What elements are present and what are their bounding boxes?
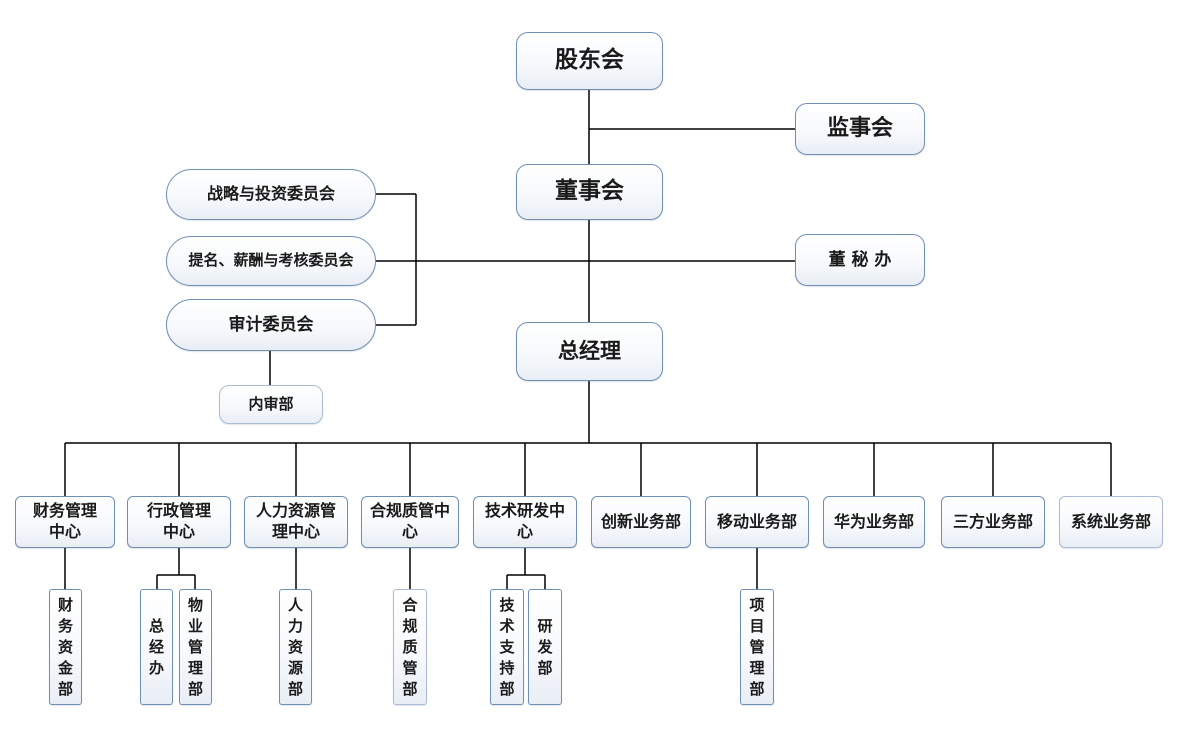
sub-unit-char: 资	[287, 637, 303, 656]
sub-unit-char: 源	[287, 658, 303, 677]
committee-nomination-compensation: 提名、薪酬与考核委员会	[166, 236, 376, 286]
shareholders-box: 股东会	[516, 32, 663, 90]
sub-unit-human-resources: 人力资源部	[279, 589, 312, 705]
board-secretary-label: 董 秘 办	[828, 249, 892, 270]
department-label: 移动业务部	[716, 511, 797, 531]
internal-audit-box: 内审部	[219, 385, 323, 424]
department-label: 人力资源管	[255, 501, 336, 521]
sub-unit-char: 总	[148, 616, 164, 635]
sub-unit-char: 业	[187, 616, 203, 635]
department-label: 中心	[162, 522, 195, 541]
committee-label: 战略与投资委员会	[206, 184, 335, 204]
sub-unit-char: 发	[537, 637, 553, 656]
department-label: 财务管理	[32, 501, 97, 521]
board-box: 董事会	[516, 164, 663, 220]
sub-unit-char: 务	[57, 616, 73, 635]
sub-unit-char: 部	[57, 679, 73, 698]
sub-unit-char: 管	[402, 658, 418, 677]
sub-unit-project-management: 项目管理部	[740, 589, 774, 705]
sub-unit-char: 术	[499, 616, 515, 635]
department-tech-rd: 技术研发中 心	[473, 496, 577, 548]
sub-unit-char: 技	[499, 595, 515, 614]
sub-unit-char: 部	[287, 679, 303, 698]
sub-unit-char: 财	[57, 595, 73, 614]
general-manager-box: 总经理	[516, 322, 663, 381]
sub-unit-char: 力	[287, 616, 303, 635]
department-compliance-quality: 合规质管中 心	[361, 496, 459, 548]
internal-audit-label: 内审部	[248, 394, 294, 413]
sub-unit-char: 部	[537, 658, 553, 677]
supervisors-label: 监事会	[826, 115, 893, 141]
department-label: 中心	[48, 522, 81, 541]
sub-unit-char: 物	[187, 595, 203, 614]
board-secretary-box: 董 秘 办	[795, 234, 925, 286]
department-system-business: 系统业务部	[1059, 496, 1163, 548]
department-label: 心	[516, 522, 533, 541]
sub-unit-char: 资	[57, 637, 73, 656]
department-label: 系统业务部	[1070, 511, 1151, 531]
sub-unit-char: 质	[402, 637, 418, 656]
department-label: 创新业务部	[600, 511, 681, 531]
department-label: 理中心	[271, 522, 320, 541]
sub-unit-char: 支	[499, 637, 515, 656]
sub-unit-finance-funds: 财务资金部	[49, 589, 82, 705]
sub-unit-gm-office: 总经办	[140, 589, 173, 705]
sub-unit-property-management: 物业管理部	[179, 589, 212, 705]
sub-unit-char: 规	[402, 616, 418, 635]
sub-unit-char: 理	[749, 658, 765, 677]
sub-unit-char: 人	[287, 595, 303, 614]
sub-unit-char: 理	[187, 658, 203, 677]
sub-unit-rd: 研发部	[528, 589, 562, 705]
supervisors-box: 监事会	[795, 103, 925, 155]
department-label: 行政管理	[146, 501, 211, 521]
department-mobile-business: 移动业务部	[705, 496, 809, 548]
department-label: 合规质管中	[369, 501, 450, 521]
general-manager-label: 总经理	[558, 338, 621, 363]
department-label: 心	[401, 522, 418, 541]
committee-label: 提名、薪酬与考核委员会	[188, 251, 354, 270]
sub-unit-char: 经	[148, 637, 164, 656]
sub-unit-char: 部	[402, 679, 418, 698]
committee-audit: 审计委员会	[166, 299, 376, 351]
department-administration: 行政管理 中心	[127, 496, 231, 548]
sub-unit-char: 持	[499, 658, 515, 677]
department-human-resources: 人力资源管 理中心	[244, 496, 348, 548]
sub-unit-char: 办	[148, 658, 164, 677]
department-label: 华为业务部	[833, 511, 914, 531]
sub-unit-char: 管	[749, 637, 765, 656]
committee-strategy-investment: 战略与投资委员会	[166, 169, 376, 220]
sub-unit-char: 目	[749, 616, 765, 635]
sub-unit-tech-support: 技术支持部	[490, 589, 524, 705]
sub-unit-char: 部	[187, 679, 203, 698]
sub-unit-char: 合	[402, 595, 418, 614]
department-label: 三方业务部	[952, 511, 1033, 531]
sub-unit-char: 部	[499, 679, 515, 698]
department-third-party-business: 三方业务部	[941, 496, 1045, 548]
shareholders-label: 股东会	[555, 47, 624, 74]
department-label: 技术研发中	[484, 501, 565, 521]
committee-label: 审计委员会	[228, 314, 314, 335]
board-label: 董事会	[555, 178, 624, 205]
sub-unit-char: 项	[749, 595, 765, 614]
sub-unit-compliance-quality: 合规质管部	[393, 589, 427, 705]
sub-unit-char: 金	[57, 658, 73, 677]
department-innovation-business: 创新业务部	[591, 496, 691, 548]
department-huawei-business: 华为业务部	[823, 496, 925, 548]
department-finance: 财务管理 中心	[15, 496, 115, 548]
sub-unit-char: 研	[537, 616, 553, 635]
sub-unit-char: 部	[749, 679, 765, 698]
sub-unit-char: 管	[187, 637, 203, 656]
